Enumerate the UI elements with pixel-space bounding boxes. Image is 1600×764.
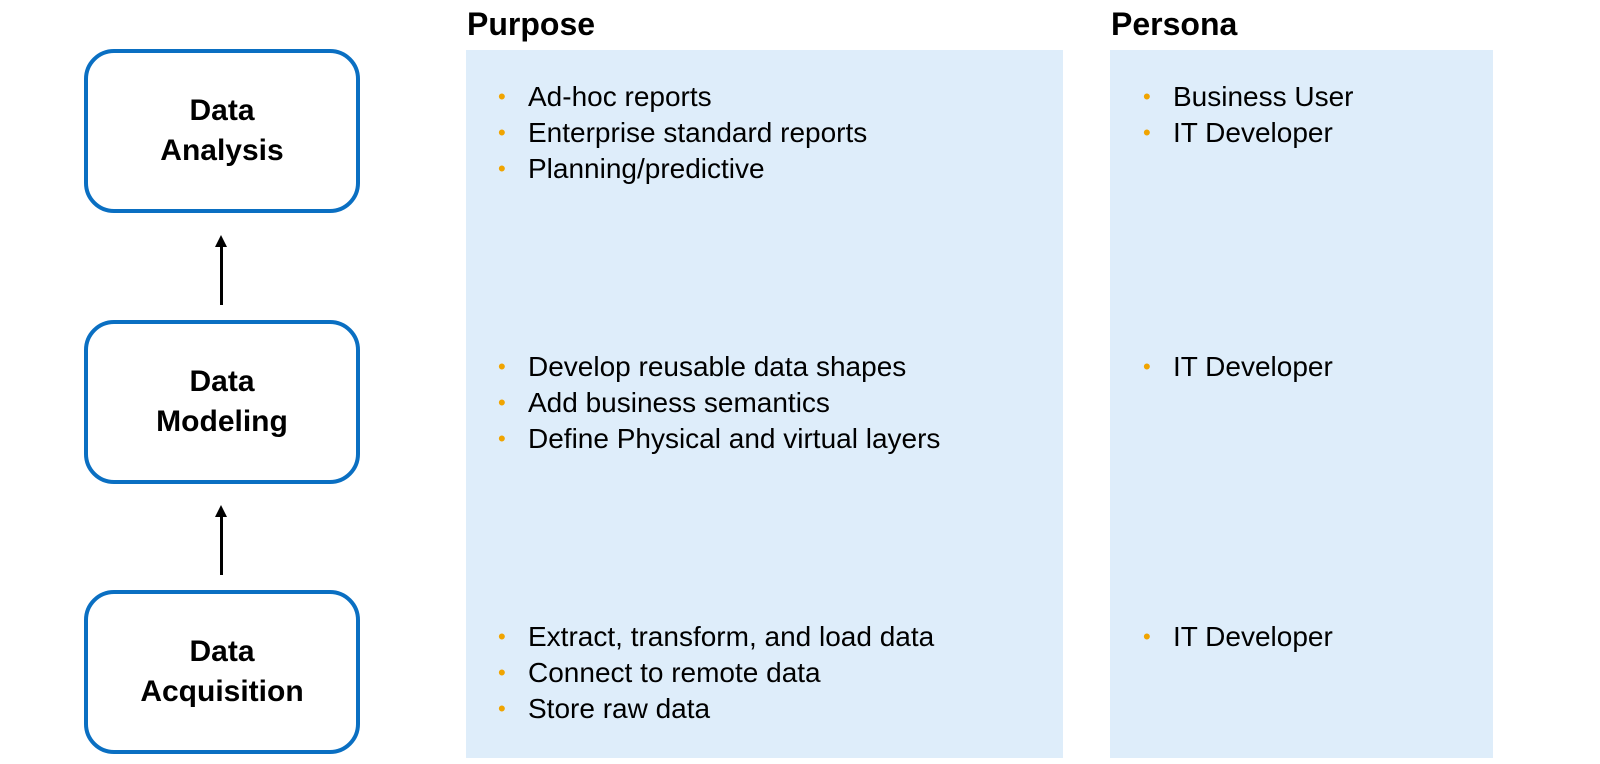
list-item: Planning/predictive xyxy=(498,151,867,187)
list-item: Define Physical and virtual layers xyxy=(498,421,940,457)
purpose-list-acquisition: Extract, transform, and load data Connec… xyxy=(498,619,934,727)
list-item: Develop reusable data shapes xyxy=(498,349,940,385)
purpose-header: Purpose xyxy=(467,6,596,42)
list-item: Ad-hoc reports xyxy=(498,79,867,115)
list-item: Store raw data xyxy=(498,691,934,727)
up-arrow-icon xyxy=(215,505,227,575)
list-item: Extract, transform, and load data xyxy=(498,619,934,655)
persona-list-acquisition: IT Developer xyxy=(1143,619,1333,655)
list-item: Business User xyxy=(1143,79,1354,115)
stage-data-modeling: Data Modeling xyxy=(84,320,360,484)
persona-list-modeling: IT Developer xyxy=(1143,349,1333,385)
stage-label: Data Modeling xyxy=(156,365,288,438)
persona-list-analysis: Business User IT Developer xyxy=(1143,79,1354,151)
up-arrow-icon xyxy=(215,235,227,305)
list-item: Enterprise standard reports xyxy=(498,115,867,151)
stage-data-acquisition: Data Acquisition xyxy=(84,590,360,754)
list-item: Add business semantics xyxy=(498,385,940,421)
list-item: IT Developer xyxy=(1143,619,1333,655)
purpose-list-analysis: Ad-hoc reports Enterprise standard repor… xyxy=(498,79,867,187)
list-item: IT Developer xyxy=(1143,115,1354,151)
stage-label: Data Analysis xyxy=(160,94,284,167)
stage-data-analysis: Data Analysis xyxy=(84,49,360,213)
list-item: Connect to remote data xyxy=(498,655,934,691)
stage-label: Data Acquisition xyxy=(140,635,304,708)
list-item: IT Developer xyxy=(1143,349,1333,385)
persona-header: Persona xyxy=(1111,6,1238,42)
purpose-list-modeling: Develop reusable data shapes Add busines… xyxy=(498,349,940,457)
